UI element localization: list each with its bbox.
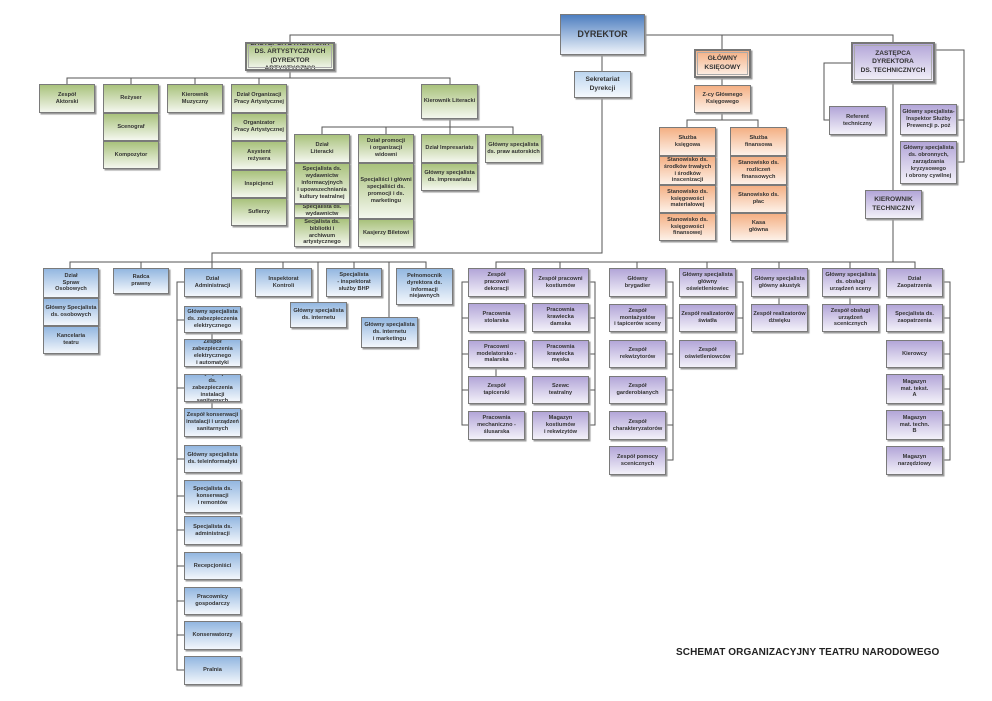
org-node-kasjerzy: Kasjerzy Biletowi xyxy=(358,219,414,247)
org-node-referent-tech: Referent techniczny xyxy=(829,106,886,135)
org-node-zesp-kostiumow: Zespół pracowni kostiumów xyxy=(532,268,589,297)
org-node-adm-recepcja: Recepcjoniści xyxy=(184,552,241,580)
org-node-sekretariat: Sekretariat Dyrekcji xyxy=(574,71,631,98)
org-node-szewc: Szewc teatralny xyxy=(532,376,589,404)
org-node-adm-elektr: Główny specjalista ds. zabezpieczenia el… xyxy=(184,306,241,333)
org-node-spec-bhp: Specjalista - inspektorat służby BHP xyxy=(326,268,382,297)
org-node-adm-sanit: Główny specjalista ds. zabezpieczenia in… xyxy=(184,374,241,402)
org-node-zesp-garderobianych: Zespół garderobianych xyxy=(609,376,666,404)
org-node-suflerzy: Suflerzy xyxy=(231,198,287,226)
org-node-pelnomocnik: Pełnomocnik dyrektora ds. informacji nie… xyxy=(396,268,453,305)
org-node-adm-konserwacji: Zespół konserwacji instalacji i urządzeń… xyxy=(184,408,241,437)
org-node-spec-internetu: Główny specjalista ds. internetu xyxy=(290,302,347,328)
org-node-st-rozliczen: Stanowisko ds. rozliczeń finansowych xyxy=(730,156,787,185)
org-node-zesp-urzadzen: Zespół obsługi urządzeń scenicznych xyxy=(822,304,879,332)
org-node-spec-zaopatrzenia: Specjalista ds. zaopatrzenia xyxy=(886,304,943,332)
org-node-mag-kostiumow: Magazyn kostiumów i rekwizytów xyxy=(532,411,589,440)
org-node-spec-promocji: Specjaliści i główni specjaliści ds. pro… xyxy=(358,163,414,219)
org-node-kasa: Kasa główna xyxy=(730,213,787,241)
org-node-adm-remontow: Specjalista ds. konserwacji i remontów xyxy=(184,480,241,513)
org-node-dzial-zaopatrzenia: Dział Zaopatrzenia xyxy=(886,268,943,297)
org-node-zesp-real-swiatla: Zespół realizatorów światła xyxy=(679,304,736,332)
org-node-kraw-meska: Pracownia krawiecka męska xyxy=(532,340,589,368)
org-node-zesp-oswietleniowcow: Zespół oświetleniowców xyxy=(679,340,736,368)
org-node-zesp-rekwizytorow: Zespół rekwizytorów xyxy=(609,340,666,368)
org-node-spec-impresariatu: Główny specjalista ds. impresariatu xyxy=(421,163,478,191)
org-node-rezyser: Reżyser xyxy=(103,84,159,113)
org-node-kraw-damska: Pracownia krawiecka damska xyxy=(532,303,589,332)
org-node-glowny-ksiegowy: GŁÓWNY KSIĘGOWY xyxy=(694,49,751,78)
org-node-zesp-dekoracji: Zespół pracowni dekoracji xyxy=(468,268,525,297)
org-node-zesp-tapicerski: Zespół tapicerski xyxy=(468,376,525,404)
org-node-kierowcy: Kierowcy xyxy=(886,340,943,368)
org-node-dzial-impresariatu: Dział Impresariatu xyxy=(421,134,478,163)
org-node-zcy-ksiegowego: Z-cy Głównego Księgowego xyxy=(694,85,751,113)
org-node-inspektorat: Inspektorat Kontroli xyxy=(255,268,312,297)
org-node-spec-biblioteki: Secjalista ds. bibliotki i archiwum arty… xyxy=(294,218,350,247)
org-node-inspektor-ppoz: Główny specjalista- Inspektor Służby Pre… xyxy=(900,104,957,135)
org-node-zesp-dzwieku: Zespół realizatorów dźwięku xyxy=(751,304,808,332)
org-node-adm-gosp: Pracownicy gospodarczy xyxy=(184,587,241,615)
org-node-dzial-promocji: Dział promocji i organizacji widowni xyxy=(358,134,414,163)
org-node-kancelaria: Kancelaria teatru xyxy=(43,326,99,354)
org-node-scenograf: Scenograf xyxy=(103,113,159,141)
org-node-spec-wyd: Specjalista ds. wydawnictw xyxy=(294,204,350,218)
org-node-zesp-montazystow: Zespół montażystów i tapicerów sceny xyxy=(609,304,666,332)
org-node-sluzba-ksiegowa: Służba księgowa xyxy=(659,127,716,156)
org-node-dzial-admin: Dział Administracji xyxy=(184,268,241,297)
org-node-asystent: Asystent reżysera xyxy=(231,141,287,170)
org-node-adm-pralnia: Pralnia xyxy=(184,656,241,685)
org-node-adm-zesp-elektr: Zespół zabezpieczenia elektrycznego i au… xyxy=(184,339,241,367)
org-node-kier-muzyczny: Kierownik Muzyczny xyxy=(167,84,223,113)
org-node-kompozytor: Kompozytor xyxy=(103,141,159,169)
org-node-sluzba-finansowa: Służba finansowa xyxy=(730,127,787,156)
org-node-mag-narzedziowy: Magazyn narzędziowy xyxy=(886,446,943,475)
org-node-brygadier: Główny brygadier xyxy=(609,268,666,297)
org-node-zastepca-tech: ZASTĘPCA DYREKTORA DS. TECHNICZNYCH xyxy=(851,42,935,83)
org-node-zesp-charakteryzatorow: Zespół charakteryzatorów xyxy=(609,411,666,440)
org-node-spec-osobowych: Główny Specjalista ds. osobowych xyxy=(43,298,99,326)
org-node-st-srodkow: Stanowisko ds. środków trwałych i środkó… xyxy=(659,156,716,185)
org-node-dzial-literacki: Dział Literacki xyxy=(294,134,350,163)
org-node-akustyk: Główny specjalista główny akustyk xyxy=(751,268,808,297)
org-node-spec-obronnych: Główny specjalista ds. obronnych, zarząd… xyxy=(900,141,957,184)
chart-title: SCHEMAT ORGANIZACYJNY TEATRU NARODOWEGO xyxy=(676,647,940,658)
org-node-dzial-org: Dział Organizacji Pracy Artystycznej xyxy=(231,84,287,113)
org-node-zespol-aktorski: Zespół Aktorski xyxy=(39,84,95,113)
org-node-mag-tekst: Magazyn mat. tekst. A xyxy=(886,374,943,404)
org-node-adm-spec: Specjalista ds. administracji xyxy=(184,516,241,545)
org-node-spec-praw: Główny specjalista ds. praw autorskich xyxy=(485,134,542,163)
org-node-radca: Radca prawny xyxy=(113,268,169,294)
org-node-zesp-pomocy: Zespół pomocy scenicznych xyxy=(609,446,666,475)
org-node-prac-stolarska: Pracownia stolarska xyxy=(468,303,525,332)
org-node-prac-mechaniczna: Pracownia mechaniczno - ślusarska xyxy=(468,411,525,440)
org-node-st-plac: Stanowisko ds. płac xyxy=(730,185,787,213)
org-node-oswietleniowiec: Główny specjalista główny oświetleniowie… xyxy=(679,268,736,297)
org-node-st-materialowej: Stanowisko ds. księgowości materiałowej xyxy=(659,185,716,213)
org-node-dzial-osobowy: Dział Spraw Osobowych xyxy=(43,268,99,298)
org-node-kierownik-tech: KIEROWNIK TECHNICZNY xyxy=(865,190,922,219)
org-node-organizator: Organizator Pracy Artystycznej xyxy=(231,113,287,141)
org-node-dyrektor: DYREKTOR xyxy=(560,14,645,55)
org-node-kier-literacki: Kierownik Literacki xyxy=(421,84,478,119)
org-node-spec-int-mark: Główny specjalista ds. internetu i marke… xyxy=(361,317,418,348)
org-node-zastepca-art: ZASTĘPCA DYREKTORA DS. ARTYSTYCZNYCH (DY… xyxy=(245,42,335,71)
org-node-prac-modelatorska: Pracowni modelatorsko - malarska xyxy=(468,340,525,368)
org-node-spec-wyd-inf: Specjalista ds. wydawnictw informacyjnyc… xyxy=(294,163,350,204)
org-node-adm-konserwatorzy: Konserwatorzy xyxy=(184,621,241,650)
org-node-adm-tele: Główny specjalista ds. teleinformatyki xyxy=(184,445,241,473)
org-node-spec-urzadzen: Główny specjalista ds. obsługi urządzeń … xyxy=(822,268,879,297)
org-node-inspicjenci: Inspicjenci xyxy=(231,170,287,198)
org-node-mag-techn: Magazyn mat. techn. B xyxy=(886,410,943,440)
org-node-st-finansowej: Stanowisko ds. księgowości finansowej xyxy=(659,213,716,241)
